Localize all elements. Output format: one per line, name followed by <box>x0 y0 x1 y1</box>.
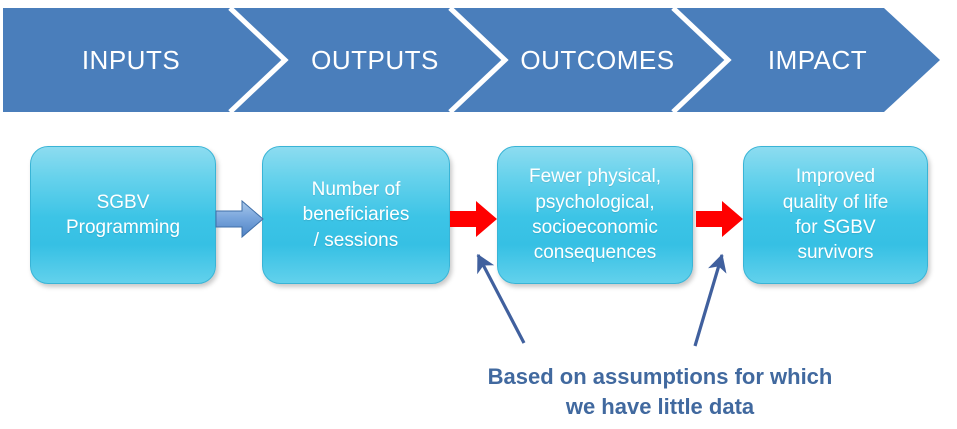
callout-arrow-right-line <box>693 253 727 347</box>
blue-gradient-arrow-shape <box>215 199 264 239</box>
blue-gradient-arrow <box>215 199 264 239</box>
process-box-sgbv-programming[interactable]: SGBV Programming <box>30 146 216 284</box>
red-arrow-shape <box>696 201 743 237</box>
assumptions-caption: Based on assumptions for which we have l… <box>487 364 833 420</box>
process-box-text: SGBV Programming <box>65 191 181 238</box>
red-arrow-shape <box>450 201 497 237</box>
process-box-text: Fewer physical, psychological, socioecon… <box>529 166 661 264</box>
callout-arrow-left <box>476 253 526 344</box>
banner-body <box>3 8 940 112</box>
process-box-fewer-consequences[interactable]: Fewer physical, psychological, socioecon… <box>497 146 693 284</box>
process-box-number-of-beneficiaries[interactable]: Number of beneficiaries / sessions <box>262 146 450 284</box>
red-arrow-outputs-to-outcomes <box>450 201 497 237</box>
chevron-separator-2 <box>448 6 509 114</box>
red-arrow-outcomes-to-impact <box>696 201 743 237</box>
process-box-text: Improved quality of life for SGBV surviv… <box>782 166 889 264</box>
callout-arrow-right <box>693 253 727 347</box>
chevron-separator-1 <box>228 6 289 114</box>
process-chevron-banner <box>3 6 940 114</box>
callout-arrow-left-line <box>476 253 526 344</box>
process-box-text: Number of beneficiaries / sessions <box>302 179 410 251</box>
chevron-separator-3 <box>671 6 732 114</box>
process-box-improved-quality-of-life[interactable]: Improved quality of life for SGBV surviv… <box>743 146 928 284</box>
